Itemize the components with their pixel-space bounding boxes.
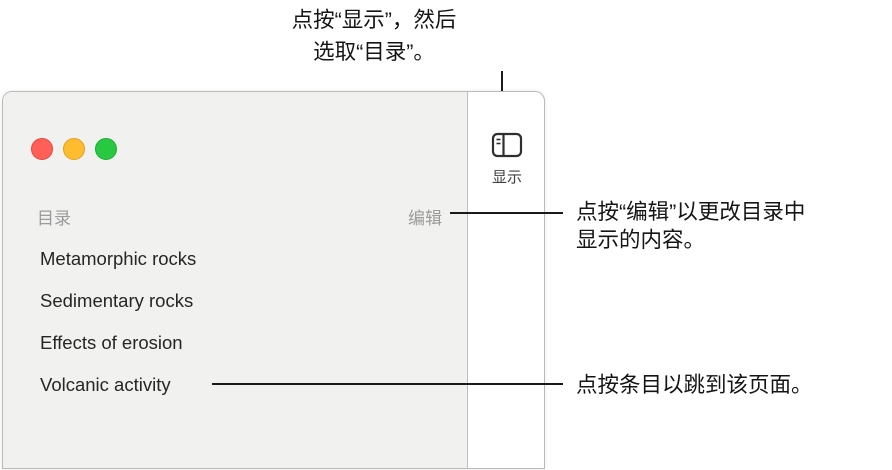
minimize-button[interactable] xyxy=(63,138,85,160)
window-controls xyxy=(31,138,117,160)
callout-edit-line1: 点按“编辑”以更改目录中 xyxy=(576,200,806,224)
callout-line-item xyxy=(212,383,563,385)
show-button-label: 显示 xyxy=(491,169,522,186)
toc-list: Metamorphic rocks Sedimentary rocks Effe… xyxy=(3,238,467,406)
callout-item-text: 点按条目以跳到该页面。 xyxy=(576,373,813,397)
toc-item[interactable]: Metamorphic rocks xyxy=(40,248,197,269)
callout-show-line1: 点按“显示”，然后 xyxy=(291,8,457,32)
toc-title: 目录 xyxy=(37,209,71,228)
toc-sidebar: 目录 编辑 Metamorphic rocks Sedimentary rock… xyxy=(3,92,468,468)
sidebar-header: 目录 编辑 xyxy=(3,204,467,228)
close-button[interactable] xyxy=(31,138,53,160)
callout-line-edit xyxy=(450,212,563,214)
toc-item[interactable]: Effects of erosion xyxy=(40,332,183,353)
callout-show-text: 点按“显示”，然后 选取“目录”。 xyxy=(240,4,508,68)
zoom-button[interactable] xyxy=(95,138,117,160)
toc-item[interactable]: Sedimentary rocks xyxy=(40,290,194,311)
edit-button[interactable]: 编辑 xyxy=(408,209,442,228)
app-window: 目录 编辑 Metamorphic rocks Sedimentary rock… xyxy=(2,91,545,469)
callout-show-line2: 选取“目录”。 xyxy=(313,40,435,64)
callout-edit-text: 点按“编辑”以更改目录中 显示的内容。 xyxy=(576,198,805,254)
toc-item[interactable]: Volcanic activity xyxy=(40,374,171,395)
callout-edit-line2: 显示的内容。 xyxy=(576,228,706,252)
show-sidebar-icon xyxy=(491,132,523,158)
show-button[interactable]: 显示 xyxy=(469,132,545,187)
